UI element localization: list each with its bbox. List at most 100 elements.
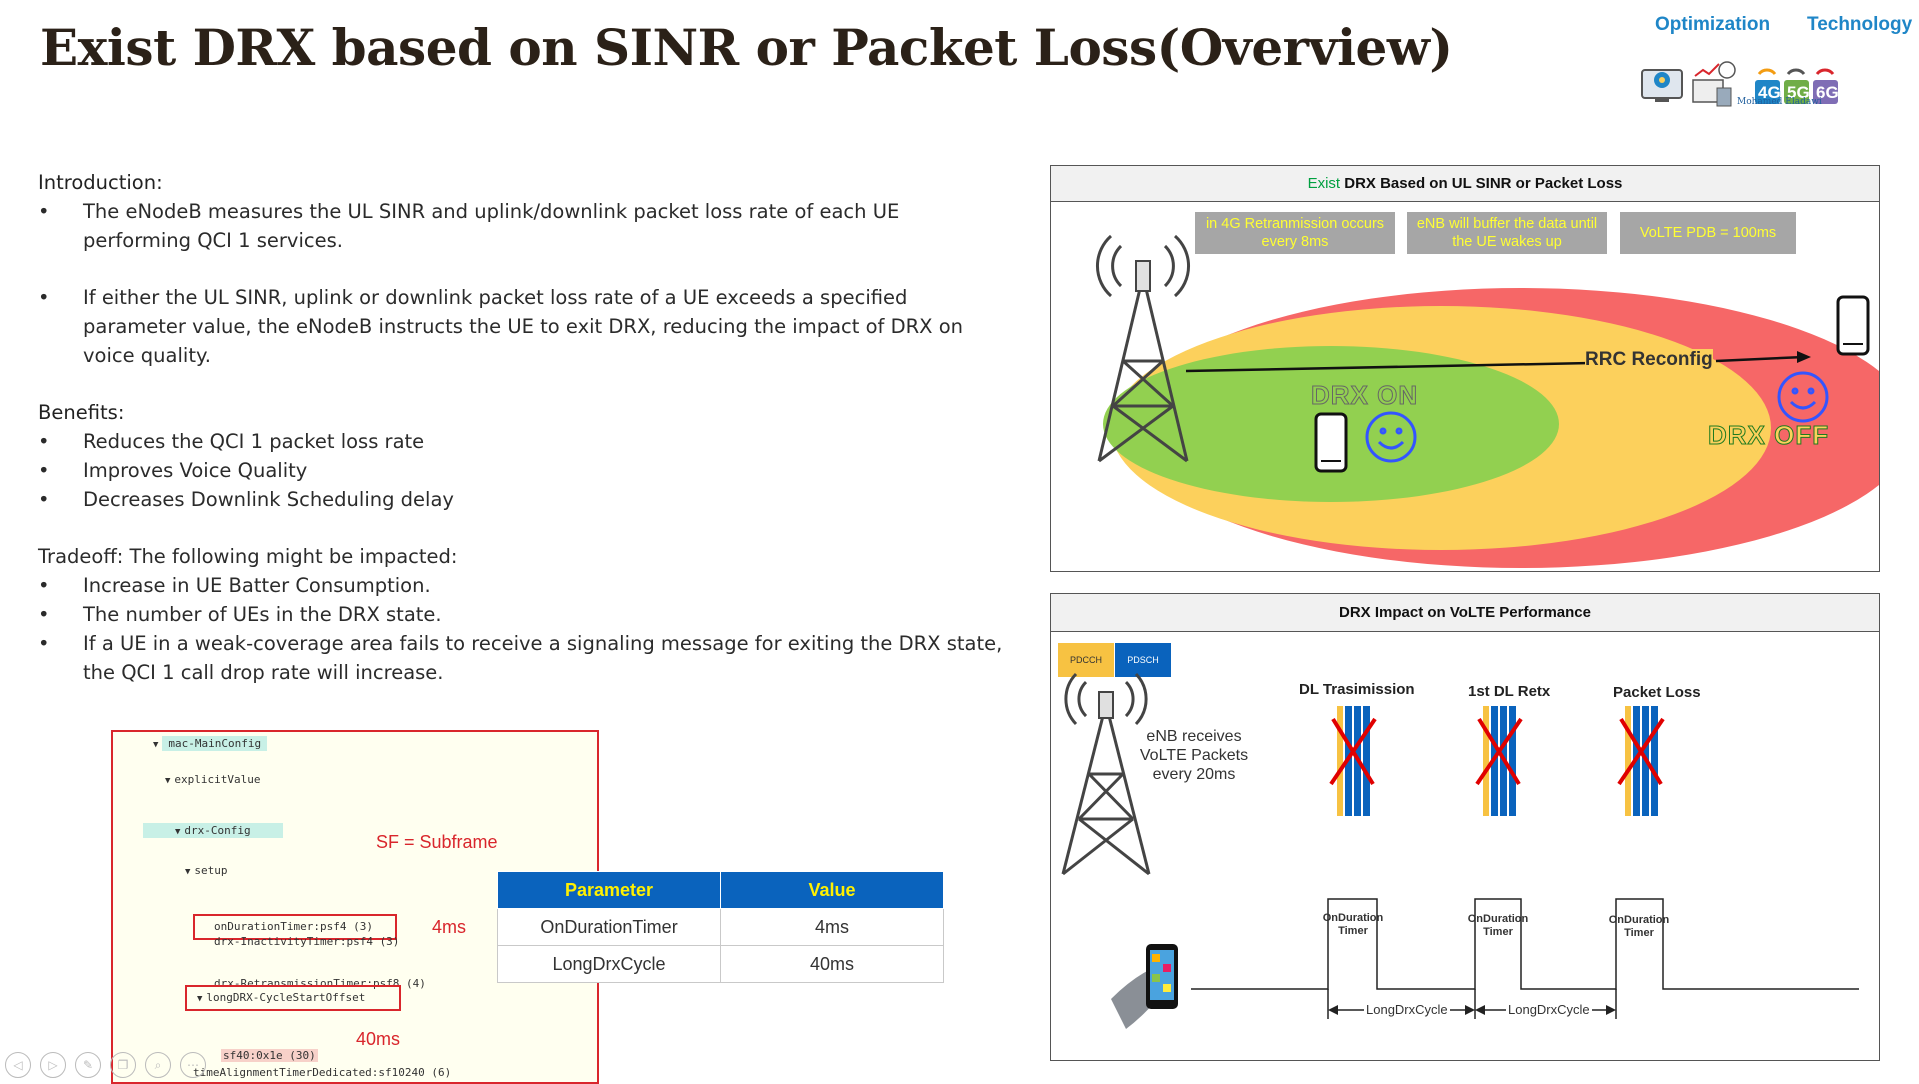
page-title: Exist DRX based on SINR or Packet Loss(O… — [40, 18, 1453, 77]
enb-note-line: VoLTE Packets — [1139, 747, 1249, 764]
list-item: Reduces the QCI 1 packet loss rate — [38, 427, 998, 456]
table-row: OnDurationTimer 4ms — [497, 908, 944, 946]
introduction-list-2: If either the UL SINR, uplink or downlin… — [38, 283, 998, 370]
smiley-icon — [1777, 371, 1829, 423]
table-cell: 40ms — [720, 945, 944, 983]
highlight-box — [185, 985, 401, 1011]
highlight-box — [193, 914, 397, 940]
enb-note-line: every 20ms — [1152, 766, 1236, 783]
list-item: Improves Voice Quality — [38, 456, 998, 485]
long-drx-cycle-label: LongDrxCycle — [1506, 1002, 1592, 1017]
list-item: The eNodeB measures the UL SINR and upli… — [38, 197, 963, 255]
onduration-line: Timer — [1483, 926, 1513, 938]
code-line: drx-Config — [184, 824, 251, 837]
drx-exit-diagram: Exist DRX Based on UL SINR or Packet Los… — [1050, 165, 1880, 572]
enb-receives-note: eNB receives VoLTE Packets every 20ms — [1139, 727, 1249, 784]
zoom-icon[interactable]: ⌕ — [145, 1052, 171, 1078]
cycle-value-note: 40ms — [356, 1029, 401, 1049]
code-line: mac-MainConfig — [162, 736, 268, 751]
pdcch-legend: PDCCH — [1058, 643, 1114, 677]
tradeoff-lead: The following might be impacted: — [123, 545, 458, 568]
buffer-tag: eNB will buffer the data until the UE wa… — [1407, 212, 1607, 254]
pdb-tag: VoLTE PDB = 100ms — [1620, 212, 1796, 254]
code-line: setup — [194, 864, 228, 877]
diagram-title: Exist DRX Based on UL SINR or Packet Los… — [1051, 166, 1879, 202]
next-icon[interactable]: ▷ — [40, 1052, 66, 1078]
expand-triangle-icon[interactable]: ▼ — [197, 994, 203, 1004]
optimization-icons: 4G — [1641, 61, 1838, 107]
table-cell: LongDrxCycle — [497, 945, 721, 983]
phone-icon — [1314, 412, 1348, 473]
packet-stack-retx — [1475, 706, 1523, 816]
packet-loss-label: Packet Loss — [1613, 684, 1701, 701]
code-line: drx-InactivityTimer:psf4 (3) — [214, 935, 400, 948]
table-header-cell: Parameter — [497, 871, 721, 909]
expand-triangle-icon[interactable]: ▼ — [175, 827, 181, 837]
packet-stack-dl — [1329, 706, 1377, 816]
subframe-note: SF = Subframe — [376, 832, 498, 852]
onduration-line: OnDuration — [1322, 912, 1384, 924]
pen-icon[interactable]: ✎ — [75, 1052, 101, 1078]
retransmission-tag: in 4G Retranmission occurs every 8ms — [1195, 212, 1395, 254]
drx-off-label: DRX OFF — [1707, 420, 1830, 451]
code-line-highlight: ▼drx-Config — [143, 823, 283, 838]
onduration-line: OnDuration — [1467, 913, 1529, 925]
long-drx-cycle-label: LongDrxCycle — [1364, 1002, 1450, 1017]
benefits-list: Reduces the QCI 1 packet loss rate Impro… — [38, 427, 998, 514]
smiley-icon — [1365, 411, 1417, 463]
onduration-line: Timer — [1624, 927, 1654, 939]
onduration-line: OnDuration — [1608, 914, 1670, 926]
list-item: The number of UEs in the DRX state. — [38, 600, 998, 629]
badge-4g: 4G — [1758, 83, 1781, 102]
badge-6g: 6G — [1816, 83, 1839, 102]
logo-optimization-word: Optimization — [1655, 14, 1771, 35]
expand-triangle-icon[interactable]: ▼ — [153, 740, 159, 750]
diagram-title-exist: Exist — [1307, 175, 1341, 192]
slide-toolbar: ◁ ▷ ✎ ❐ ⌕ ⋯ — [5, 1052, 206, 1078]
more-icon[interactable]: ⋯ — [180, 1052, 206, 1078]
introduction-heading: Introduction: — [38, 171, 163, 194]
list-item: Decreases Downlink Scheduling delay — [38, 485, 998, 514]
introduction-list: The eNodeB measures the UL SINR and upli… — [38, 197, 998, 255]
expand-triangle-icon[interactable]: ▼ — [185, 867, 191, 877]
overview-text: Introduction: The eNodeB measures the UL… — [38, 168, 1002, 687]
brand-logo: Optimization Technology 4G 4G 5G 6G Moha… — [1625, 14, 1915, 114]
prev-icon[interactable]: ◁ — [5, 1052, 31, 1078]
list-item: Increase in UE Batter Consumption. — [38, 571, 998, 600]
logo-author: Mohamed Eladawi — [1737, 97, 1822, 107]
table-header-row: Parameter Value — [497, 871, 944, 909]
hand-phone-icon — [1111, 944, 1178, 1029]
dl-transmission-label: DL Trasimission — [1299, 681, 1415, 698]
code-line: sf40:0x1e (30) — [221, 1049, 318, 1062]
packet-stack-loss — [1617, 706, 1665, 816]
diagram-title: DRX Impact on VoLTE Performance — [1051, 594, 1879, 632]
retx-label: 1st DL Retx — [1468, 683, 1551, 700]
code-line: onDurationTimer:psf4 (3) — [214, 920, 373, 933]
onduration-line: Timer — [1338, 925, 1368, 937]
pdsch-legend: PDSCH — [1115, 643, 1171, 677]
cell-tower-icon — [1096, 234, 1190, 463]
code-line: timeAlignmentTimerDedicated:sf10240 (6) — [193, 1066, 452, 1079]
logo-technology-word: Technology — [1807, 14, 1913, 35]
tradeoff-heading: Tradeoff: — [38, 545, 124, 568]
list-item: If a UE in a weak-coverage area fails to… — [38, 629, 1018, 687]
benefits-heading: Benefits: — [38, 401, 125, 424]
drx-timeline — [1061, 672, 1859, 1029]
table-cell: OnDurationTimer — [497, 908, 721, 946]
rrc-reconfig-label: RRC Reconfig — [1585, 349, 1713, 371]
phone-icon — [1836, 295, 1870, 356]
cell-tower-icon — [1061, 672, 1151, 876]
drx-cycle-waveform — [1191, 898, 1859, 990]
drx-on-label: DRX ON — [1310, 380, 1419, 411]
list-item: If either the UL SINR, uplink or downlin… — [38, 283, 1008, 370]
table-row: LongDrxCycle 40ms — [497, 945, 944, 983]
parameter-table: Parameter Value OnDurationTimer 4ms Long… — [497, 871, 944, 983]
table-header-cell: Value — [720, 871, 944, 909]
enb-note-line: eNB receives — [1146, 728, 1242, 745]
copy-icon[interactable]: ❐ — [110, 1052, 136, 1078]
tradeoff-line: Tradeoff: The following might be impacte… — [38, 542, 998, 571]
expand-triangle-icon[interactable]: ▼ — [165, 776, 171, 786]
